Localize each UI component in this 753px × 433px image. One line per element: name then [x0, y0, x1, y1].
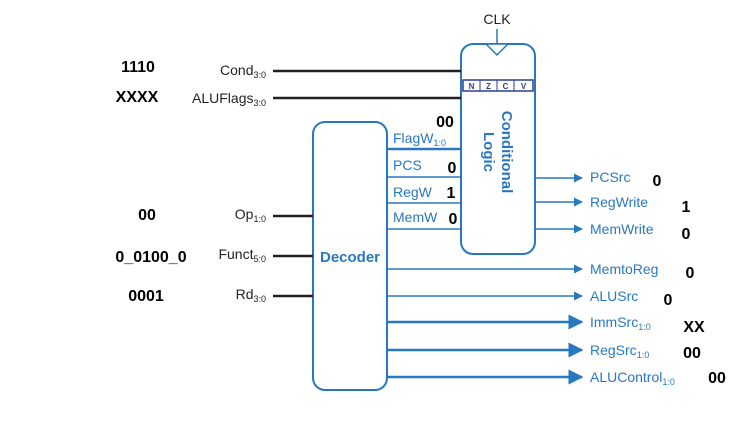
clk-label: CLK — [483, 11, 511, 27]
pcsrc-value: 0 — [653, 173, 662, 190]
regwrite-label: RegWrite — [590, 194, 648, 210]
memwrite-label: MemWrite — [590, 221, 654, 237]
regw-label: RegW — [393, 184, 433, 200]
immsrc-value: XX — [683, 319, 705, 336]
conditional-logic-title: Conditional Logic — [480, 111, 515, 194]
memtoreg-value: 0 — [686, 265, 695, 282]
aluflags-label: ALUFlags3:0 — [192, 90, 266, 108]
flagw-label: FlagW1:0 — [393, 130, 446, 148]
memw-label: MemW — [393, 209, 438, 225]
memwrite-value: 0 — [682, 226, 691, 243]
conditional-logic-block — [460, 43, 536, 255]
regsrc-value: 00 — [683, 345, 701, 362]
flag-v: V — [521, 82, 527, 91]
regwrite-value: 1 — [682, 199, 691, 216]
cond-label: Cond3:0 — [220, 62, 266, 80]
clock-triangle-icon — [484, 43, 510, 57]
flag-z: Z — [486, 82, 491, 91]
alusrc-value: 0 — [664, 292, 673, 309]
memw-value: 0 — [449, 211, 458, 228]
pcsrc-label: PCSrc — [590, 169, 630, 185]
decoder-title: Decoder — [320, 249, 380, 266]
alucontrol-label: ALUControl1:0 — [590, 369, 675, 387]
pcs-value: 0 — [448, 160, 457, 177]
flag-n: N — [469, 82, 475, 91]
rd-label: Rd3:0 — [236, 286, 266, 304]
pcs-label: PCS — [393, 157, 422, 173]
immsrc-label: ImmSrc1:0 — [590, 314, 651, 332]
alusrc-label: ALUSrc — [590, 288, 638, 304]
cond-value: 1110 — [121, 59, 155, 76]
op-label: Op1:0 — [235, 206, 266, 224]
memtoreg-label: MemtoReg — [590, 261, 658, 277]
flag-c: C — [503, 82, 509, 91]
rd-value: 0001 — [128, 288, 164, 305]
regsrc-label: RegSrc1:0 — [590, 342, 649, 360]
op-value: 00 — [138, 207, 156, 224]
alucontrol-value: 00 — [708, 370, 726, 387]
conditional-logic-title-line2: Logic — [480, 132, 497, 172]
flags-register: N Z C V — [462, 79, 534, 92]
conditional-logic-title-line1: Conditional — [498, 111, 515, 194]
funct-label: Funct5:0 — [218, 246, 266, 264]
flagw-value: 00 — [436, 114, 454, 131]
aluflags-value: XXXX — [116, 89, 159, 106]
funct-value: 0_0100_0 — [115, 249, 186, 266]
regw-value: 1 — [447, 185, 456, 202]
